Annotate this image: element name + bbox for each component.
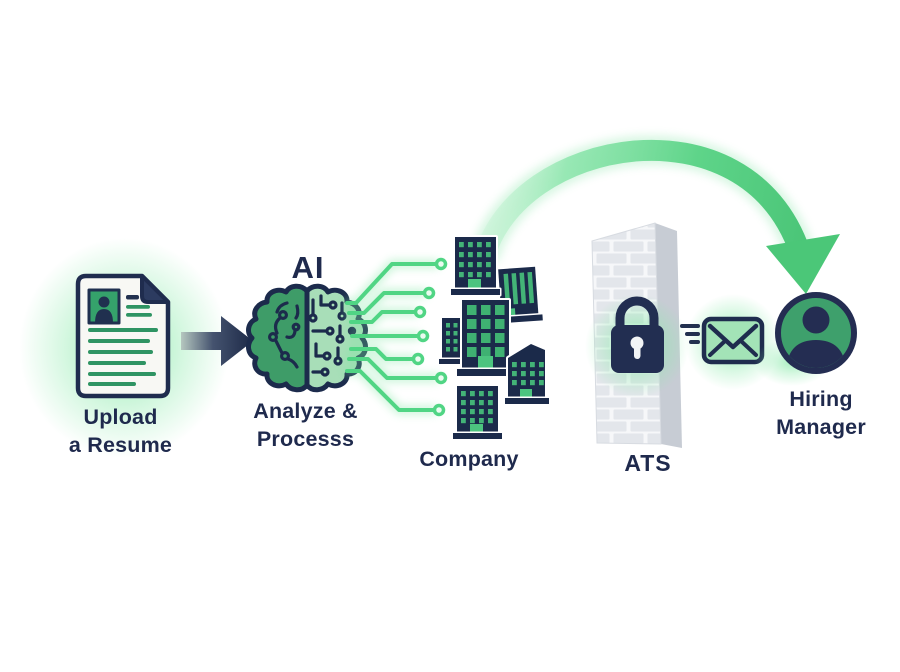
upload-resume-label: Upload a Resume [38,404,203,459]
upload-resume-label-line2: a Resume [68,432,173,457]
building-a [449,235,502,297]
hiring-manager-label-line1: Hiring [789,387,853,411]
company-label: Company [419,447,519,471]
ai-brain-icon [246,283,368,393]
hiring-manager-label: Hiring Manager [746,386,896,441]
hiring-manager-label-line2: Manager [776,414,866,439]
speed-lines-icon [680,324,700,344]
building-angled [503,342,551,406]
upload-resume-label-line1: Upload [83,405,158,429]
building-bottom [451,384,504,441]
analyze-process-label-line1: Analyze & [253,399,358,423]
office-buildings-icon [437,235,551,441]
brick-wall-icon [585,222,689,448]
ai-heading: AI [291,250,325,285]
person-avatar-icon [754,292,857,386]
analyze-process-label-line2: Processs [256,426,355,451]
building-large [455,298,515,378]
bypass-arc-arrow-icon [469,135,840,294]
email-icon [701,316,765,365]
right-arrow-icon [181,316,253,366]
analyze-process-label: Analyze & Processs [228,398,383,453]
resume-document-icon [75,273,171,399]
padlock-icon [611,296,664,373]
circuit-traces [343,257,448,417]
ats-label: ATS [624,450,672,476]
